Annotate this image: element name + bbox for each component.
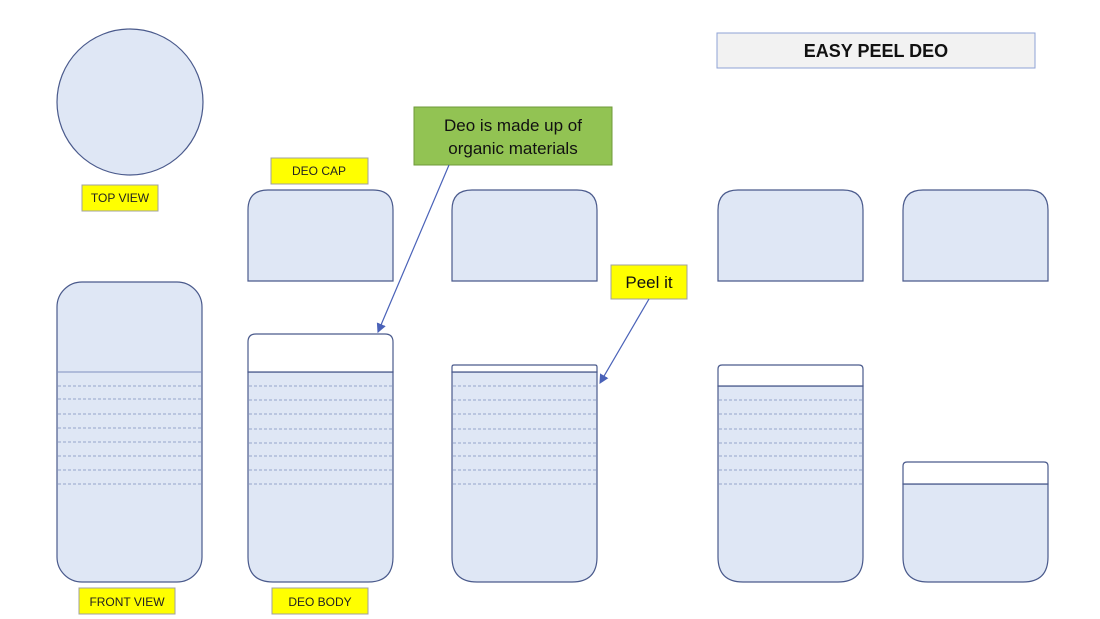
top-view-circle <box>56 28 204 176</box>
peel-arrow <box>599 298 650 385</box>
deo-body-peeled <box>451 364 598 583</box>
title-text: EASY PEEL DEO <box>804 41 948 61</box>
cap-3 <box>717 189 864 282</box>
organic-callout-line1: Deo is made up of <box>444 116 582 135</box>
organic-callout: Deo is made up of organic materials <box>413 106 613 166</box>
cap-4 <box>902 189 1049 282</box>
front-view-text: FRONT VIEW <box>89 595 165 609</box>
deo-body <box>247 333 394 583</box>
cap-2 <box>451 189 598 282</box>
deo-body-short <box>902 461 1049 583</box>
cap-1 <box>247 189 394 282</box>
top-view-text: TOP VIEW <box>91 191 150 205</box>
deo-cap-text: DEO CAP <box>292 164 346 178</box>
deo-body-used <box>717 364 864 583</box>
deo-body-label: DEO BODY <box>271 587 369 615</box>
peel-callout: Peel it <box>610 264 688 300</box>
deo-body-text: DEO BODY <box>288 595 351 609</box>
organic-callout-line2: organic materials <box>448 139 577 158</box>
title-box: EASY PEEL DEO <box>716 32 1036 69</box>
front-view-label: FRONT VIEW <box>78 587 176 615</box>
organic-arrow <box>376 164 450 334</box>
deo-cap-label: DEO CAP <box>270 157 369 185</box>
peel-callout-text: Peel it <box>625 273 673 292</box>
front-view-body <box>56 281 203 583</box>
top-view-label: TOP VIEW <box>81 184 159 212</box>
